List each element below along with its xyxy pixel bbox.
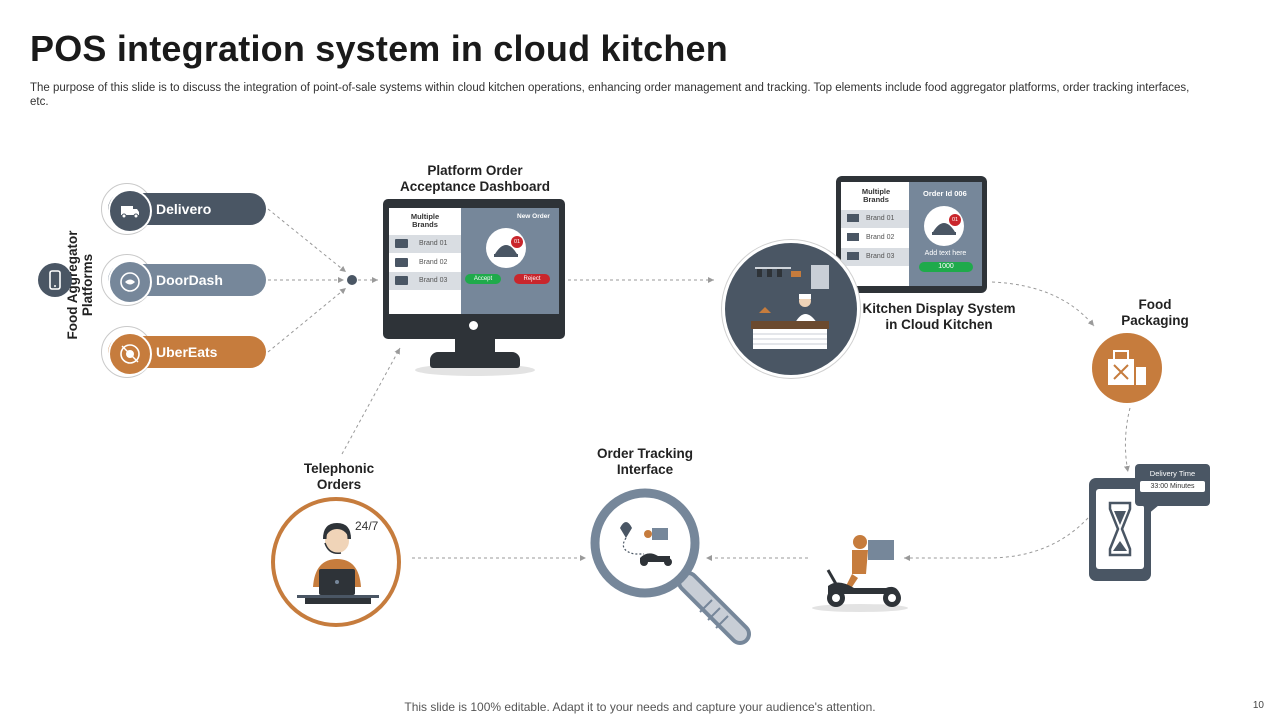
order-id: Order Id 006 (923, 189, 967, 198)
brands-title: Multiple Brands (410, 212, 440, 229)
power-dot (469, 321, 478, 330)
kds-brand-3: Brand 03 (866, 253, 895, 260)
kds-order-panel: Order Id 006 01 Add text here 1000 (909, 182, 982, 286)
reject-button[interactable]: Reject (514, 274, 550, 284)
accept-button[interactable]: Accept (465, 274, 501, 284)
kds-cloche-icon (924, 206, 964, 246)
delivery-time-title: Delivery Time (1149, 469, 1196, 478)
arrow-delivero-to-hub (267, 208, 347, 273)
brand-1: Brand 01 (419, 240, 448, 247)
hourglass-icon (1108, 501, 1132, 557)
doordash-label: DoorDash (156, 272, 223, 288)
kds-brand-2: Brand 02 (866, 234, 895, 241)
kds-brands-title: Multiple Brands (861, 187, 891, 204)
shop-icon (847, 214, 859, 222)
new-order-text: New Order (517, 213, 550, 220)
kds-add-text: Add text here (924, 250, 967, 257)
brands-panel: Multiple Brands Brand 01 Brand 02 Brand … (389, 208, 461, 314)
packaging-label: Food Packaging (1121, 297, 1189, 328)
slide-title: POS integration system in cloud kitchen (30, 28, 728, 69)
tracking-label: Order Tracking Interface (596, 446, 694, 477)
order-badge: 01 (511, 236, 523, 248)
delivero-label: Delivero (156, 201, 212, 217)
delivery-scooter-icon (808, 528, 912, 614)
ubereats-label: UberEats (156, 344, 218, 360)
arrow-telephonic-to-dashboard (341, 347, 401, 455)
arrow-kitchen-to-packaging (991, 281, 1095, 327)
monitor-screen: Multiple Brands Brand 01 Brand 02 Brand … (389, 208, 559, 314)
delivery-time-value: 33:00 Minutes (1140, 481, 1205, 492)
food-packaging-icon (1092, 333, 1162, 403)
dashboard-label: Platform Order Acceptance Dashboard (399, 163, 551, 194)
arrow-ubereats-to-hub (267, 287, 347, 353)
kitchen-illustration (722, 240, 860, 378)
hub-dot (347, 275, 357, 285)
monitor-stand (455, 339, 495, 353)
ubereats-logo-icon (108, 332, 152, 376)
telephonic-label: Telephonic Orders (303, 461, 375, 492)
call-agent-illustration: 24/7 (271, 497, 401, 627)
shop-icon (847, 252, 859, 260)
cloche-icon (486, 228, 526, 268)
page-number: 10 (1252, 700, 1264, 711)
shop-icon (847, 233, 859, 241)
arrow-phone-to-scooter (904, 517, 1089, 561)
slide-subtitle: The purpose of this slide is to discuss … (30, 82, 1190, 108)
magnifier-icon (590, 488, 760, 648)
order-panel: New Order 01 Accept Reject (461, 208, 559, 314)
doordash-logo-icon (108, 260, 152, 304)
shop-icon (395, 276, 408, 285)
delivery-time-bubble: Delivery Time 33:00 Minutes (1135, 464, 1210, 515)
bubble-tail (1143, 505, 1159, 515)
delivery-truck-icon (108, 189, 152, 233)
kds-amount: 1000 (919, 262, 973, 272)
shop-icon (395, 258, 408, 267)
tablet-screen: Multiple Brands Brand 01 Brand 02 Brand … (841, 182, 982, 286)
shop-icon (395, 239, 408, 248)
brand-2: Brand 02 (419, 259, 448, 266)
kitchen-display-label: Kitchen Display System in Cloud Kitchen (862, 301, 1016, 332)
kds-brand-1: Brand 01 (866, 215, 895, 222)
monitor-base (430, 352, 520, 368)
brand-3: Brand 03 (419, 277, 448, 284)
monitor: Multiple Brands Brand 01 Brand 02 Brand … (383, 199, 565, 339)
arrow-packaging-to-phone (1123, 407, 1131, 473)
availability-text: 24/7 (355, 519, 379, 533)
footer-note: This slide is 100% editable. Adapt it to… (404, 700, 876, 714)
phone-icon (38, 263, 72, 297)
kds-badge: 01 (949, 214, 961, 226)
tablet: Multiple Brands Brand 01 Brand 02 Brand … (836, 176, 987, 293)
